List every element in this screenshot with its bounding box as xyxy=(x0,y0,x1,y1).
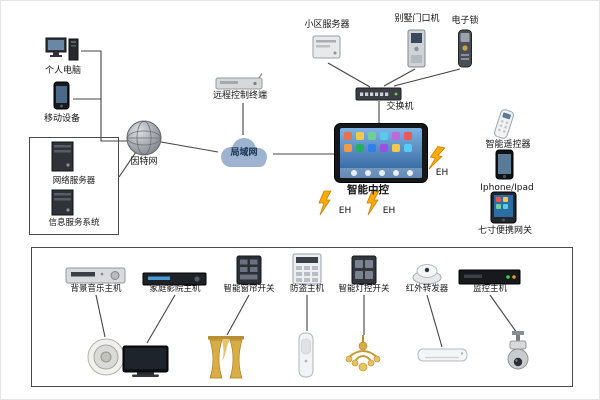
portable-gateway-label: 七寸便携网关 xyxy=(477,226,533,236)
lan-cloud-icon xyxy=(215,137,273,171)
door-station-label: 别墅门口机 xyxy=(394,14,440,24)
wire-internet-lan xyxy=(160,141,219,153)
elock-label: 电子锁 xyxy=(451,16,479,26)
eh-label-3: EH xyxy=(435,168,449,178)
wire-elock-switch xyxy=(393,68,461,87)
curtain-icon xyxy=(207,335,245,381)
lan-label: 局域网 xyxy=(230,148,258,158)
ceiling-speaker-icon xyxy=(86,337,126,377)
tv-icon xyxy=(122,345,170,379)
eh-label-2: EH xyxy=(382,206,396,216)
iphone-icon xyxy=(495,149,515,181)
pc-icon xyxy=(45,37,81,65)
wire-communityserver-switch xyxy=(327,62,371,88)
music-host-label: 背景音乐主机 xyxy=(70,284,122,294)
dvr-host-icon xyxy=(458,267,522,285)
curtain-switch-icon xyxy=(236,255,262,285)
music-host-icon xyxy=(65,265,127,285)
info-system-label: 信息服务系统 xyxy=(48,218,100,228)
mobile-device-icon xyxy=(53,81,71,111)
wire-pc-internet xyxy=(81,50,127,142)
wire-doorstation-switch xyxy=(383,68,416,87)
door-station-icon xyxy=(407,29,427,69)
curtain-switch-label: 智能窗帘开关 xyxy=(223,284,275,294)
elock-icon xyxy=(456,29,474,69)
community-server-label: 小区服务器 xyxy=(304,20,350,30)
iphone-label: Iphone/Ipad xyxy=(480,183,534,193)
ir-repeater-label: 红外转发器 xyxy=(405,284,449,294)
network-server-icon xyxy=(51,141,75,173)
light-switch-label: 智能灯控开关 xyxy=(338,284,390,294)
chandelier-icon xyxy=(343,335,383,377)
central-control-label: 智能中控 xyxy=(347,184,389,196)
ptz-camera-icon xyxy=(502,331,534,379)
alarm-host-icon xyxy=(292,253,322,285)
community-server-icon xyxy=(312,33,342,61)
ir-repeater-icon xyxy=(411,261,443,285)
internet-label: 因特网 xyxy=(130,157,158,167)
remote-terminal-label: 远程控制终端 xyxy=(212,91,268,101)
switch-label: 交换机 xyxy=(386,102,414,112)
motion-sensor-icon xyxy=(297,331,315,379)
info-system-icon xyxy=(51,189,75,217)
central-control-tablet-icon xyxy=(334,123,428,183)
network-switch-icon xyxy=(355,85,403,102)
alarm-host-label: 防盗主机 xyxy=(289,284,325,294)
portable-gateway-icon xyxy=(490,191,518,225)
pc-label: 个人电脑 xyxy=(44,66,82,76)
theater-host-label: 家庭影院主机 xyxy=(149,284,201,294)
ac-unit-icon xyxy=(417,347,469,363)
device-group-box xyxy=(31,247,573,387)
theater-host-icon xyxy=(142,271,208,286)
server-group-box xyxy=(29,137,119,235)
network-server-label: 网络服务器 xyxy=(52,176,96,186)
mobile-label: 移动设备 xyxy=(43,114,81,124)
eh-label-1: EH xyxy=(338,206,352,216)
smart-remote-icon xyxy=(492,107,516,140)
lightning-icon xyxy=(318,190,332,216)
internet-globe-icon xyxy=(125,119,163,157)
light-switch-icon xyxy=(351,255,377,285)
smart-remote-label: 智能遥控器 xyxy=(485,140,531,150)
dvr-host-label: 监控主机 xyxy=(472,284,508,294)
remote-terminal-icon xyxy=(215,73,265,91)
